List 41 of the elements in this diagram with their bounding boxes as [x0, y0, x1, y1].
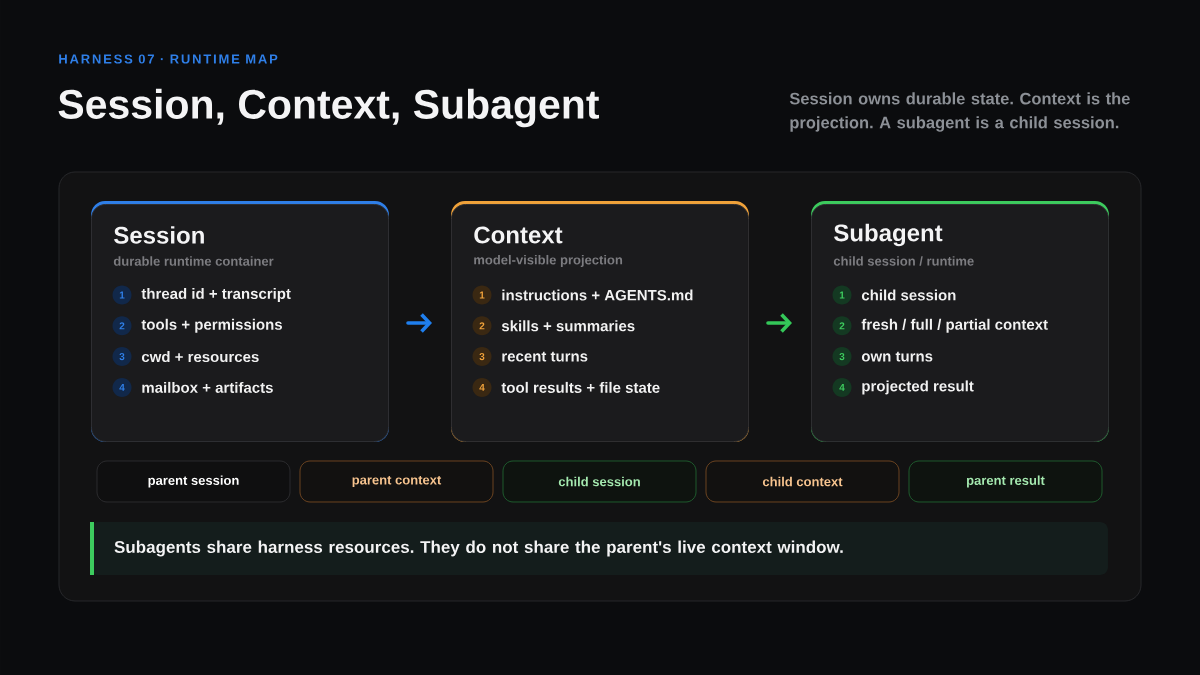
card-title: Session [114, 226, 204, 244]
list-item: projected result [862, 380, 974, 395]
number-badge: 1 [472, 285, 492, 305]
tag-pill: child context [705, 460, 900, 503]
title: Session, Context, Subagent [58, 88, 599, 128]
list-item: instructions + AGENTS.md [502, 289, 693, 301]
list-item: tools + permissions [141, 318, 282, 333]
arrow [766, 313, 792, 333]
list-item: recent turns [502, 351, 588, 362]
tag-pill: parent session [96, 460, 291, 503]
arrow [406, 313, 432, 333]
number-badge: 2 [112, 316, 132, 336]
list-item: own turns [861, 351, 933, 362]
card-subtitle: model-visible projection [474, 254, 623, 268]
number-badge: 3 [112, 347, 132, 367]
tag-pill: child session [502, 460, 697, 503]
number-badge: 4 [472, 377, 492, 397]
list-item: fresh / full / partial context [861, 318, 1048, 333]
list-item: mailbox + artifacts [142, 381, 273, 393]
card-subtitle: child session / runtime [833, 256, 974, 266]
number-badge: 3 [832, 347, 852, 367]
number-badge: 1 [112, 285, 132, 305]
number-badge: 1 [832, 285, 852, 305]
subtitle: Session owns durable state. Context is the projection. A subagent is a child session. [789, 92, 1130, 132]
number-badge: 3 [472, 347, 492, 367]
eyebrow-label: HARNESS 07 · RUNTIME MAP [59, 54, 278, 64]
number-badge: 4 [112, 377, 132, 397]
list-item: thread id + transcript [141, 288, 291, 302]
card-title: Subagent [834, 223, 943, 247]
list-item: child session [861, 289, 956, 301]
card-subtitle: durable runtime container [113, 256, 274, 266]
number-badge: 4 [832, 377, 852, 397]
number-badge: 2 [472, 316, 492, 336]
card-title: Context [474, 226, 563, 244]
tag-pill: parent context [299, 460, 494, 503]
list-item: cwd + resources [141, 351, 259, 363]
callout-box: Subagents share harness resources. They do not share the parent's live context window. [90, 522, 1108, 575]
list-item: skills + summaries [501, 320, 635, 332]
list-item: tool results + file state [501, 381, 660, 393]
number-badge: 2 [832, 316, 852, 336]
tag-pill: parent result [908, 460, 1103, 503]
